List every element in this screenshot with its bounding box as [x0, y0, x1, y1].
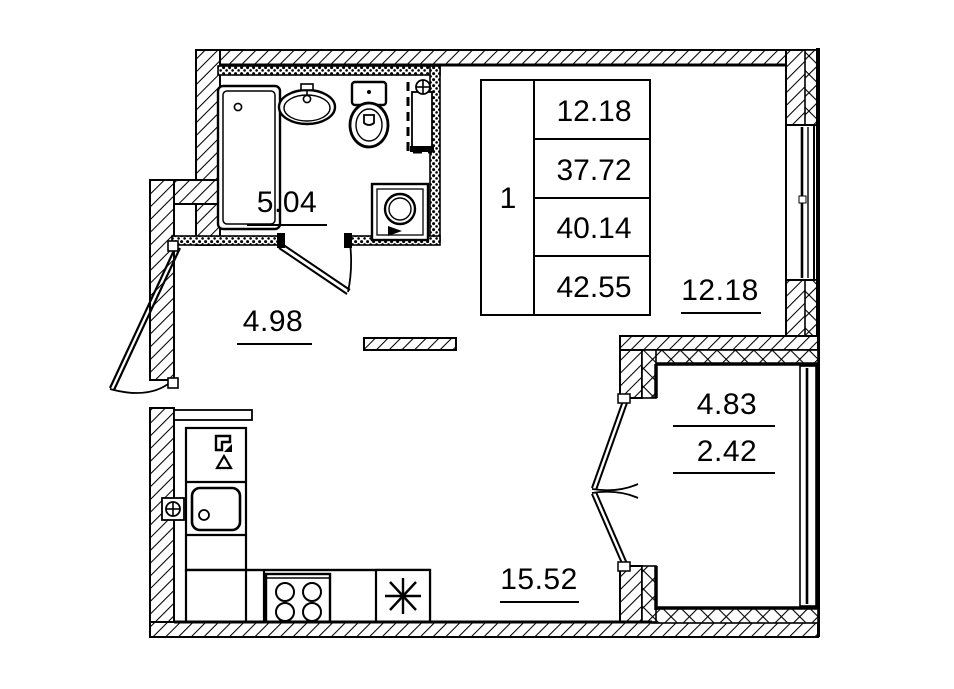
room-label-kitchen-living: 15.52 — [500, 563, 579, 603]
structural-walls — [149, 48, 820, 638]
kitchen-living-area-text: 15.52 — [500, 563, 578, 596]
gas-valve-icon — [161, 497, 185, 521]
riser-shaft — [406, 79, 434, 154]
radiator — [173, 409, 253, 421]
balcony-reduced-area-text: 2.42 — [697, 435, 757, 468]
room-label-hallway: 4.98 — [237, 305, 312, 345]
table-row-1-value: 37.72 — [556, 154, 631, 187]
table-row-3-value: 42.55 — [556, 271, 631, 304]
kitchen-sink — [190, 486, 242, 532]
table-row-0-value: 12.18 — [556, 95, 631, 128]
inner-outline — [174, 63, 786, 624]
bathtub — [216, 84, 282, 231]
entry-door — [109, 240, 181, 394]
refrigerator — [214, 434, 233, 470]
bathroom-door — [278, 242, 353, 295]
center-wall-stub — [363, 337, 457, 351]
room-label-bathroom: 5.04 — [247, 186, 327, 226]
hallway-area-text: 4.98 — [243, 305, 303, 338]
table-row-2-value: 40.14 — [556, 212, 631, 245]
balcony-area-text: 4.83 — [697, 388, 757, 421]
room-label-balcony: 4.83 2.42 — [673, 388, 775, 474]
extractor-hood — [374, 568, 432, 624]
toilet — [348, 80, 390, 149]
washbasin — [277, 83, 337, 126]
washing-machine — [370, 182, 430, 242]
balcony-double-doors — [591, 393, 639, 572]
window-right-living — [785, 124, 815, 281]
room-label-living: 12.18 — [681, 274, 761, 314]
bathroom-area-text: 5.04 — [257, 186, 317, 219]
living-room-area-text: 12.18 — [681, 274, 759, 307]
cooktop — [264, 572, 332, 624]
info-table: 1 12.18 37.72 40.14 42.55 — [480, 79, 651, 316]
window-right-balcony — [799, 365, 817, 607]
apartment-number: 1 — [500, 182, 517, 215]
